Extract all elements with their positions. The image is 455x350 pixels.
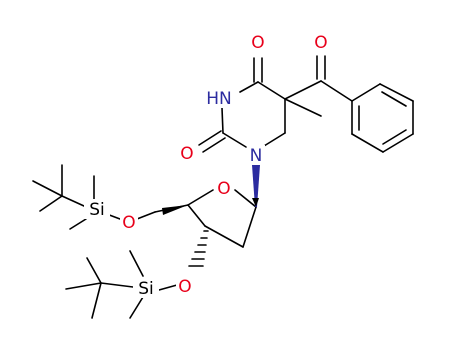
wedge-c4p-c5p xyxy=(162,205,188,215)
bond-ring-o-c1p xyxy=(234,189,257,208)
bond-si-bottom-methyl-b xyxy=(129,296,144,319)
bond-c2-o-a xyxy=(198,130,222,146)
bond-ph-inner-1 xyxy=(381,91,407,107)
bond-c2-n1 xyxy=(222,132,247,148)
atom-n1: N xyxy=(250,146,263,166)
stereo-bonds xyxy=(162,165,260,267)
bond-tbu-bottom-me-2 xyxy=(86,257,102,284)
bond-ketone-phenyl xyxy=(320,80,353,102)
bond-n1-c6 xyxy=(263,132,286,147)
bond-c1p-c2p xyxy=(242,206,257,248)
atom-o-top: O xyxy=(122,213,135,233)
bond-o-si-bottom xyxy=(158,284,178,291)
atom-o-bottom: O xyxy=(178,277,191,297)
bond-c5p-o xyxy=(136,211,156,220)
bond-n3-c2 xyxy=(221,107,224,134)
bond-c2-o-b xyxy=(202,137,226,153)
bond-c5-methyl xyxy=(284,98,322,117)
atom-o-c4: O xyxy=(251,33,264,53)
bond-tbu-bottom-me-1 xyxy=(65,282,102,290)
bond-si-top-methyl-b xyxy=(69,218,87,230)
bond-c5-c4 xyxy=(257,81,286,100)
atom-n3h: HN xyxy=(206,89,232,109)
atom-o-ring: O xyxy=(217,179,230,199)
wedge-n1-c1p xyxy=(252,165,260,207)
bond-tbu-top-me-3 xyxy=(39,195,63,212)
bond-ph-inner-2 xyxy=(382,129,407,145)
bond-c2p-c3p xyxy=(204,225,244,248)
bond-c4-n3 xyxy=(239,81,259,93)
hash-c3p-o xyxy=(188,230,209,267)
bond-si-top-tbu xyxy=(61,195,85,207)
atom-si-bottom: Si xyxy=(138,279,154,299)
atom-o-ketone: O xyxy=(314,33,327,53)
atom-labels: O O HN O N O Si O Si O xyxy=(84,32,330,299)
bond-ph-1 xyxy=(351,83,381,102)
bond-tbu-bottom-me-3 xyxy=(91,282,102,319)
atom-si-top: Si xyxy=(89,200,105,220)
atom-o-c2: O xyxy=(180,144,193,164)
bond-ph-4 xyxy=(382,133,414,153)
bond-ring-o-c4p xyxy=(187,189,214,206)
bond-ketone-c5 xyxy=(284,80,322,100)
bonds xyxy=(32,55,414,319)
bond-si-bottom-methyl-a xyxy=(129,250,144,277)
bond-c3p-c4p xyxy=(187,204,206,227)
bond-tbu-top-me-2 xyxy=(32,180,63,197)
bond-ph-5 xyxy=(351,133,384,153)
wedge-o-ring-c1p xyxy=(252,198,259,207)
bond-si-bottom-tbu xyxy=(100,282,134,288)
bond-ph-2 xyxy=(379,83,414,102)
